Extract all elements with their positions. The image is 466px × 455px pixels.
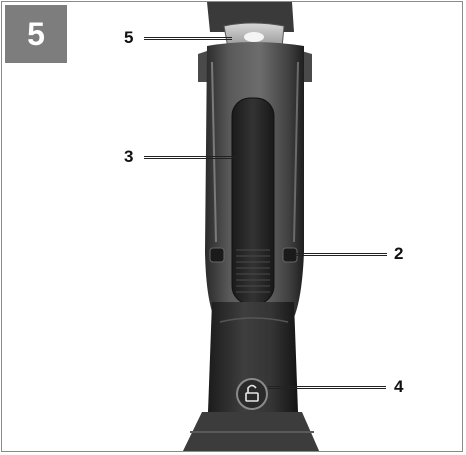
leader-line-2 (295, 253, 387, 256)
tool-photo (182, 2, 320, 451)
callout-label-4: 4 (394, 377, 404, 396)
side-lock-button-left (209, 247, 225, 263)
callout-label-5: 5 (124, 28, 134, 47)
leader-line-4 (268, 386, 386, 389)
figure-number-badge: 5 (5, 5, 67, 63)
callout-label-3: 3 (124, 147, 134, 166)
callout-label-2: 2 (394, 244, 404, 263)
grip-ribs (236, 249, 270, 293)
tool-handle (208, 302, 298, 412)
leader-line-5 (144, 37, 232, 40)
grip-area (231, 97, 275, 305)
leader-line-3 (144, 156, 240, 159)
unlock-icon (245, 384, 259, 402)
unlock-button (236, 378, 268, 410)
